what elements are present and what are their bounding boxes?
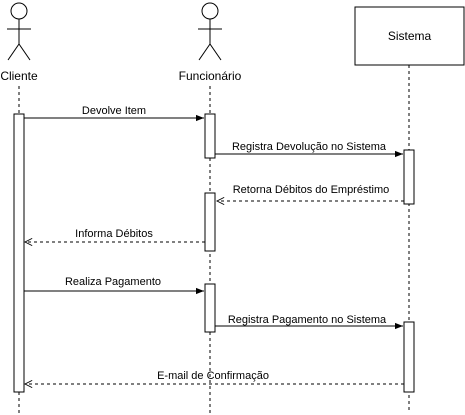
actor-funcionario-head-icon bbox=[201, 2, 219, 20]
message-label-3: Retorna Débitos do Empréstimo bbox=[233, 184, 390, 196]
activation-funcionario-1 bbox=[204, 113, 216, 159]
message-label-7: E-mail de Confirmação bbox=[157, 370, 269, 382]
actor-cliente bbox=[7, 2, 31, 61]
activation-funcionario-3 bbox=[204, 283, 216, 333]
actor-funcionario-label: Funcionário bbox=[179, 69, 242, 83]
message-label-1: Devolve Item bbox=[82, 105, 146, 117]
participant-sistema-box bbox=[354, 6, 465, 66]
activation-cliente bbox=[13, 113, 25, 393]
activation-sistema-2 bbox=[403, 321, 415, 393]
message-label-5: Realiza Pagamento bbox=[65, 276, 161, 288]
actor-cliente-label: Cliente bbox=[0, 69, 38, 83]
activation-funcionario-2 bbox=[204, 192, 216, 252]
activation-sistema-1 bbox=[403, 149, 415, 205]
participant-sistema-label: Sistema bbox=[388, 29, 432, 43]
actor-funcionario bbox=[198, 2, 222, 61]
message-label-6: Registra Pagamento no Sistema bbox=[228, 314, 387, 326]
message-label-4: Informa Débitos bbox=[75, 228, 153, 240]
message-label-2: Registra Devolução no Sistema bbox=[232, 141, 387, 153]
actor-cliente-head-icon bbox=[10, 2, 28, 20]
